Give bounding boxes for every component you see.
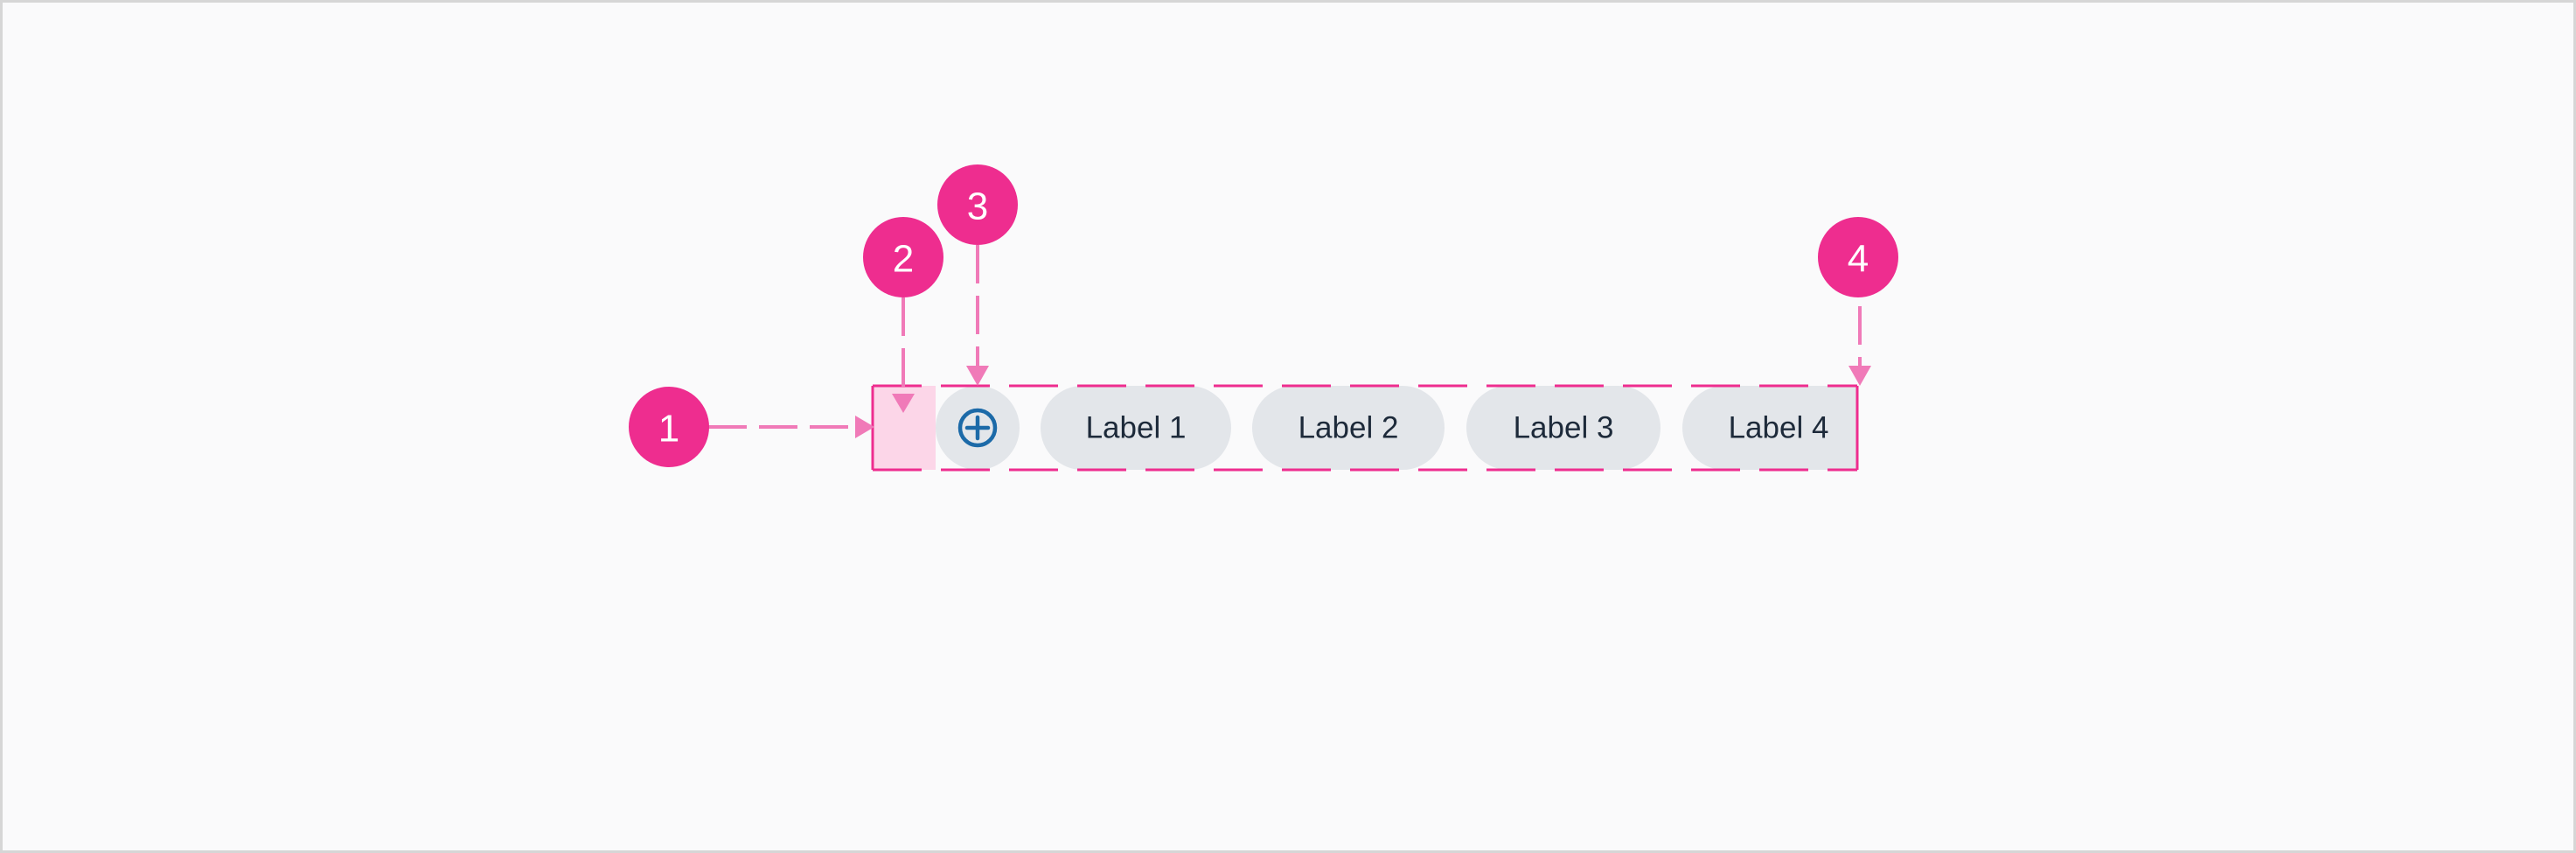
arrowhead-1 <box>855 416 874 438</box>
callout-2: 2 <box>863 217 943 297</box>
chip-label-2-text: Label 2 <box>1298 411 1399 445</box>
chip-label-3[interactable]: Label 3 <box>1466 386 1660 470</box>
callout-4-number: 4 <box>1848 238 1869 281</box>
callout-3: 3 <box>937 164 1018 245</box>
chip-label-3-text: Label 3 <box>1514 411 1614 445</box>
callout-1: 1 <box>629 387 709 467</box>
callout-1-number: 1 <box>658 408 679 451</box>
leader-lines <box>708 245 1862 429</box>
chip-label-1[interactable]: Label 1 <box>1041 386 1231 470</box>
chip-label-2[interactable]: Label 2 <box>1252 386 1445 470</box>
callout-2-number: 2 <box>893 238 914 281</box>
plus-circle-icon <box>957 408 998 448</box>
arrowhead-2 <box>892 394 915 413</box>
callout-3-number: 3 <box>967 185 988 228</box>
chip-label-4-text: Label 4 <box>1729 411 1829 445</box>
arrowhead-3 <box>966 366 989 386</box>
chip-label-1-text: Label 1 <box>1086 411 1187 445</box>
callout-4: 4 <box>1818 217 1898 297</box>
chip-group-container <box>871 384 1859 472</box>
arrowhead-4 <box>1848 366 1871 386</box>
arrowheads <box>855 366 1871 438</box>
chip-label-4[interactable]: Label 4 <box>1682 386 1857 470</box>
